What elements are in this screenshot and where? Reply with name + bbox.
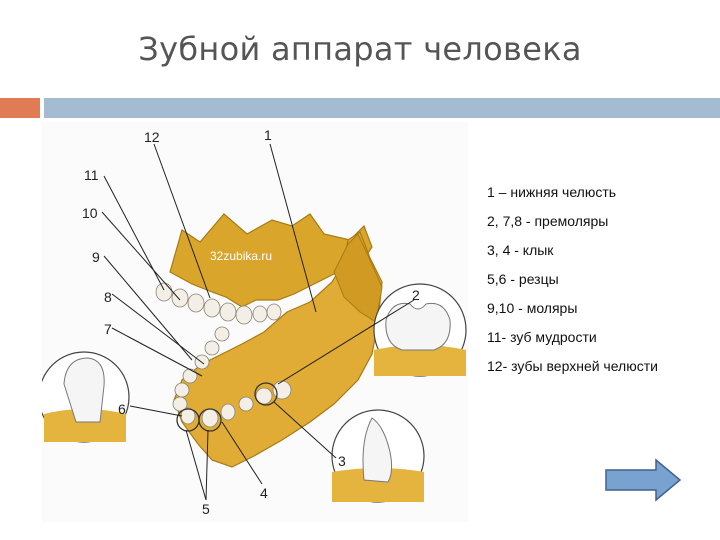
inset-canine [331,409,425,503]
label-3: 3 [338,453,346,469]
label-8: 8 [104,289,112,305]
accent-bar-blue [44,98,720,118]
label-1: 1 [264,127,272,143]
watermark-text: 32zubika.ru [210,249,272,263]
label-12: 12 [144,129,160,145]
next-slide-button[interactable] [604,458,682,502]
legend-item: 11- зуб мудрости [487,329,597,345]
legend-item: 2, 7,8 - премоляры [487,213,609,229]
accent-bar-orange [0,98,40,118]
label-2: 2 [412,287,420,303]
label-6: 6 [118,401,126,417]
legend-item: 12- зубы верхней челюсти [487,358,658,374]
inset-incisor [42,351,130,443]
legend-item: 5,6 - резцы [487,271,559,287]
leader-lines [101,143,415,501]
inset-premolar [373,283,467,377]
upper-jaw-bone [169,213,373,308]
lower-teeth-row [172,326,292,428]
legend-item: 3, 4 - клык [487,242,554,258]
upper-teeth-row [155,282,282,325]
slide-title: Зубной аппарат человека [138,30,582,68]
label-10: 10 [82,205,98,221]
label-4: 4 [260,485,268,501]
label-9: 9 [92,249,100,265]
arrow-right-icon [605,458,682,502]
legend-list: 1 – нижняя челюсть 2, 7,8 - премоляры 3,… [487,178,658,381]
jaw-diagram: 32zubika.ru 1 [42,122,468,522]
legend-item: 1 – нижняя челюсть [487,184,617,200]
label-5: 5 [202,501,210,517]
label-11: 11 [84,167,99,183]
legend-item: 9,10 - моляры [487,300,578,316]
label-7: 7 [104,321,112,337]
